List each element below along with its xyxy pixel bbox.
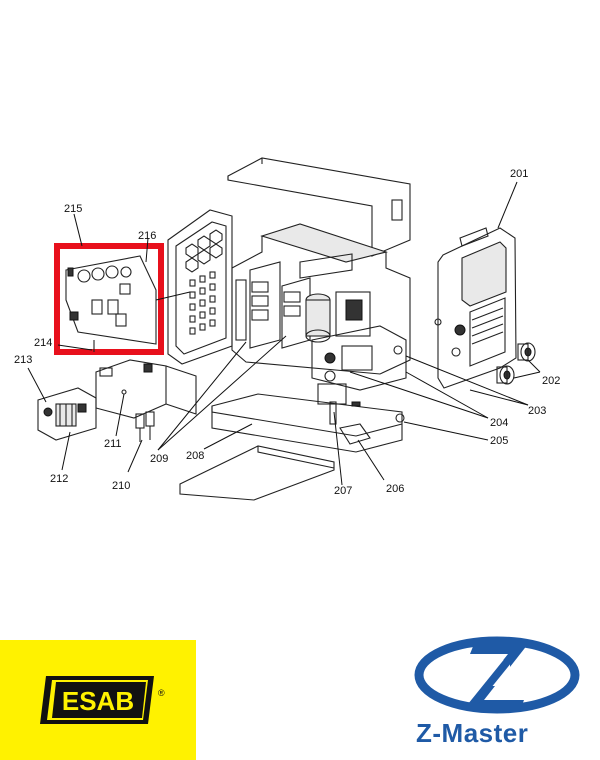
bracket-211 [95, 359, 197, 419]
esab-logo-text: ESAB [62, 686, 134, 716]
front-panel-201 [434, 227, 517, 389]
filter-board-213 [37, 387, 97, 441]
side-panel-216 [167, 209, 233, 365]
label-207: 207 [334, 485, 352, 497]
top-cover [227, 157, 411, 257]
label-211: 211 [104, 438, 122, 450]
zmaster-logo-mark [414, 636, 580, 714]
label-209: 209 [150, 453, 168, 465]
leader-lines [27, 181, 541, 486]
rear-assembly-203 [311, 325, 407, 405]
exploded-parts-diagram: 201 202 203 204 205 206 207 208 209 210 … [14, 157, 560, 501]
label-205: 205 [490, 435, 508, 447]
label-203: 203 [528, 405, 546, 417]
bottom-plate-208 [179, 445, 335, 501]
label-210: 210 [112, 480, 130, 492]
capacitor-210 [135, 411, 155, 442]
base-tray-207 [211, 393, 405, 453]
esab-logo-mark: ESAB [40, 676, 154, 724]
main-board-215 [65, 255, 157, 345]
label-213: 213 [14, 354, 32, 366]
center-chassis [231, 223, 411, 375]
label-216: 216 [138, 230, 156, 242]
callout-labels: 201 202 203 204 205 206 207 208 209 210 … [14, 168, 560, 497]
label-206: 206 [386, 483, 404, 495]
label-215: 215 [64, 203, 82, 215]
zmaster-logo-text: Z-Master [416, 718, 529, 748]
connectors-202 [496, 342, 536, 385]
esab-registered-mark: ® [158, 688, 165, 698]
label-202: 202 [542, 375, 560, 387]
label-212: 212 [50, 473, 68, 485]
label-201: 201 [510, 168, 528, 180]
label-208: 208 [186, 450, 204, 462]
label-214: 214 [34, 337, 52, 349]
label-204: 204 [490, 417, 508, 429]
